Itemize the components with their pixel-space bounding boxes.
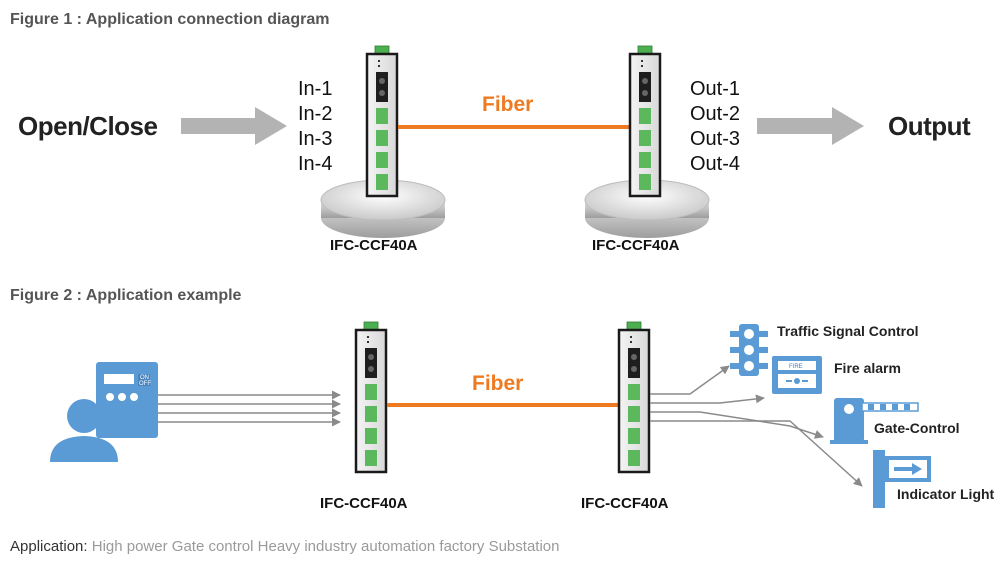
fig2-left-device [354,320,388,474]
user-icon [50,399,118,462]
gate-barrier-icon [830,398,919,444]
output-ports-list: Out-1 Out-2 Out-3 Out-4 [690,78,740,175]
fig2-right-device [617,320,651,474]
output-port-label: Out-3 [690,128,740,150]
left-device [365,44,399,198]
panel-switch-on: ON [140,375,149,381]
gate-control-label: Gate-Control [874,420,960,436]
figure2-title: Figure 2 : Application example [10,287,242,304]
output-port-label: Out-1 [690,78,740,100]
application-text: High power Gate control Heavy industry a… [91,538,560,555]
input-label: Open/Close [18,111,158,141]
fire-alarm-icon: FIRE [772,356,822,394]
input-ports-list: In-1 In-2 In-3 In-4 [298,78,332,175]
right-device-label: IFC-CCF40A [592,237,680,254]
application-label: Application: [10,538,88,555]
left-device-label: IFC-CCF40A [330,237,418,254]
input-port-label: In-1 [298,78,332,100]
fire-box-text: FIRE [789,364,803,370]
input-signal-lines [158,390,341,427]
output-signal-lines [650,365,863,487]
output-arrow [757,107,864,145]
output-port-label: Out-4 [690,153,740,175]
fiber-label: Fiber [482,93,533,116]
input-port-label: In-2 [298,103,332,125]
application-line: Application: High power Gate control Hea… [10,538,559,555]
output-label: Output [888,111,971,141]
output-port-label: Out-2 [690,103,740,125]
fig2-left-device-label: IFC-CCF40A [320,495,408,512]
input-port-label: In-3 [298,128,332,150]
indicator-light-icon [873,450,931,508]
input-arrow [181,107,287,145]
fire-alarm-label: Fire alarm [834,360,901,376]
indicator-light-label: Indicator Light [897,486,995,502]
control-panel-icon: ON OFF [96,362,158,438]
fig2-right-device-label: IFC-CCF40A [581,495,669,512]
fig2-fiber-label: Fiber [472,372,523,395]
figure1-title: Figure 1 : Application connection diagra… [10,11,329,28]
right-device [628,44,662,198]
input-port-label: In-4 [298,153,332,175]
panel-switch-off: OFF [139,381,151,387]
traffic-signal-label: Traffic Signal Control [777,323,919,339]
traffic-light-icon [730,324,768,376]
